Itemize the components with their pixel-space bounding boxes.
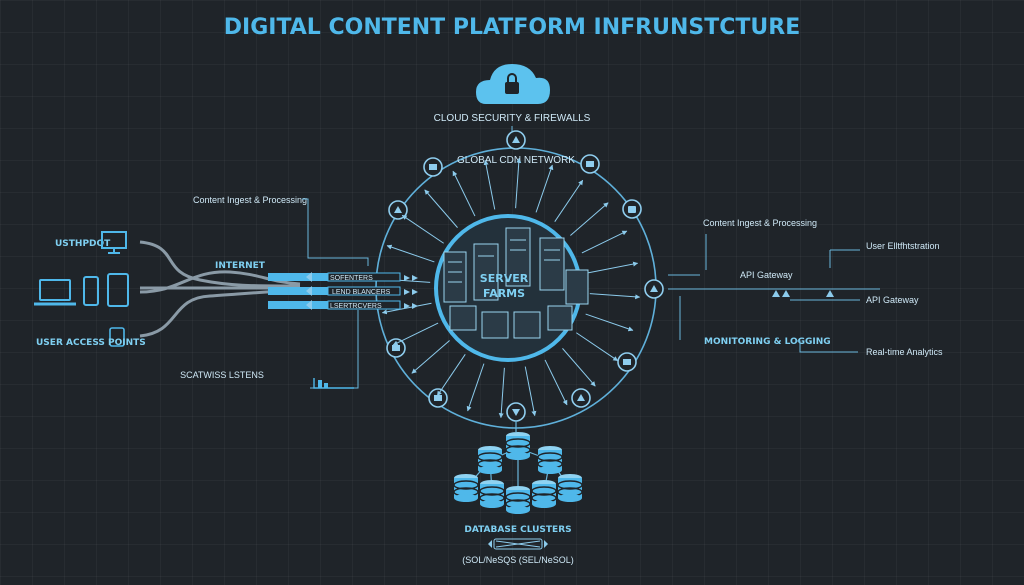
cdn-spoke — [524, 366, 537, 417]
cdn-spoke — [554, 179, 584, 222]
cdn-spoke — [576, 332, 619, 362]
desktop-label: USTHPDOT — [55, 239, 111, 249]
cdn-node-upper-right — [580, 154, 600, 174]
database-link-icon — [488, 538, 548, 550]
cdn-spoke — [411, 340, 450, 374]
left-ingest-label: Content Ingest & Processing — [193, 195, 307, 205]
server-farms-label-1: SERVER — [480, 272, 529, 285]
monitoring-label: MONITORING & LOGGING — [704, 337, 831, 347]
left-bar-2: LEND BLANCERS — [268, 286, 401, 296]
cdn-spoke — [381, 302, 432, 315]
server-farms-label-2: FARMS — [483, 287, 525, 300]
cdn-node-right-top — [622, 199, 642, 219]
analytics-label: Real-time Analytics — [866, 347, 943, 357]
cloud-security-label: CLOUD SECURITY & FIREWALLS — [434, 113, 591, 124]
cdn-spoke — [544, 359, 568, 406]
cdn-node-lower-left — [428, 388, 448, 408]
api-gateway-top-label: API Gateway — [740, 270, 793, 280]
cdn-spoke — [436, 354, 466, 397]
api-gateway-bottom-label: API Gateway — [866, 295, 919, 305]
bar-chart-icon — [313, 378, 354, 389]
cdn-network-label: GLOBAL CDN NETWORK — [457, 155, 575, 166]
cdn-node-lower-right — [571, 388, 591, 408]
cdn-node-right — [644, 279, 664, 299]
svg-text:LEND BLANCERS: LEND BLANCERS — [332, 289, 391, 296]
gateway-arrows — [772, 290, 834, 297]
cdn-spoke — [483, 159, 496, 210]
cdn-spoke — [386, 244, 435, 263]
svg-text:SOFENTERS: SOFENTERS — [330, 275, 373, 282]
left-bar-1: SOFENTERS — [268, 272, 401, 282]
internet-label: INTERNET — [215, 261, 266, 271]
database-clusters-label: DATABASE CLUSTERS — [464, 525, 571, 535]
cdn-spoke — [392, 322, 439, 346]
cdn-spoke — [589, 293, 641, 300]
phone-icon — [83, 276, 99, 306]
tablet-icon — [107, 273, 129, 307]
cloud-lock-icon — [476, 64, 550, 104]
user-device-icon — [109, 327, 125, 347]
cdn-spoke — [581, 230, 628, 254]
cdn-node-left-bottom — [386, 338, 406, 358]
database-type-label: (SOL/NeSQS (SEL/NeSOL) — [462, 555, 574, 565]
cdn-spoke — [498, 367, 505, 419]
cdn-spoke — [588, 261, 639, 274]
cdn-spoke — [452, 170, 476, 217]
cdn-node-right-bottom — [617, 352, 637, 372]
server-rack-icon — [443, 227, 589, 339]
laptop-icon — [34, 279, 76, 306]
user-auth-label: User Elltfhtstration — [866, 241, 940, 251]
cdn-node-bottom — [506, 402, 526, 422]
cdn-node-upper-left — [423, 157, 443, 177]
cdn-spoke — [466, 363, 485, 412]
cdn-node-left-top — [388, 200, 408, 220]
cdn-spoke — [535, 164, 554, 213]
user-access-points-label: USER ACCESS POINTS — [36, 338, 146, 348]
cdn-spoke — [562, 348, 596, 387]
left-bar-3: LSERTRCVERS — [268, 300, 401, 310]
desktop-monitor-icon — [101, 231, 127, 254]
left-bottom-label: SCATWISS LSTENS — [180, 370, 264, 380]
cdn-spoke — [401, 214, 444, 244]
svg-text:LSERTRCVERS: LSERTRCVERS — [330, 303, 382, 310]
right-ingest-label: Content Ingest & Processing — [703, 218, 817, 228]
database-links — [465, 447, 571, 498]
cdn-node-top — [506, 130, 526, 150]
cdn-spoke — [424, 189, 458, 228]
cdn-spoke — [515, 157, 522, 209]
cdn-spoke — [570, 202, 609, 236]
page-title: DIGITAL CONTENT PLATFORM INFRUNSTCTURE — [224, 15, 800, 40]
bar-arrows — [306, 272, 418, 310]
cdn-spokes — [379, 157, 641, 419]
cdn-spoke — [585, 313, 634, 332]
